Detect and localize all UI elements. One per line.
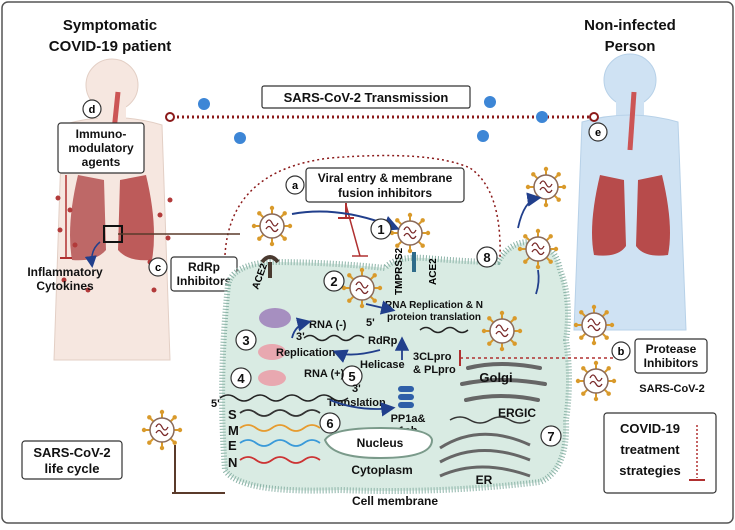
rna-plus-label: RNA (+)	[304, 368, 345, 380]
five-prime-b: 5'	[211, 398, 220, 410]
rdrp-inhibitors-line1: RdRp	[188, 260, 220, 274]
lifecycle-dashed-loop	[224, 154, 501, 259]
immuno-line1: Immuno-	[76, 127, 127, 141]
gene-strands	[239, 409, 321, 464]
host-cell	[219, 238, 572, 494]
golgi-label: Golgi	[479, 370, 512, 385]
helicase-label: Helicase	[360, 359, 405, 371]
translation-label: Translation	[327, 397, 386, 409]
letter-d: d	[89, 104, 96, 116]
viral-entry-line1: Viral entry & membrane	[318, 171, 453, 185]
immuno-line2: modulatory	[68, 141, 134, 155]
cytoplasm-label: Cytoplasm	[351, 463, 412, 477]
protease-line2: Inhibitors	[644, 356, 699, 370]
nucleus-label: Nucleus	[357, 436, 404, 450]
sars-cov2-label: SARS-CoV-2	[639, 383, 704, 395]
life-cycle-line2: life cycle	[45, 461, 100, 476]
step-circles: 1 2 3 4 5 6 7 8	[230, 218, 562, 447]
er-label: ER	[476, 473, 493, 487]
nucleus	[323, 426, 434, 460]
treatment-line2: treatment	[620, 442, 680, 457]
left-title-line2: COVID-19 patient	[49, 38, 172, 55]
right-title-line1: Non-infected	[584, 17, 676, 34]
inflammatory-line2: Cytokines	[36, 279, 94, 293]
five-prime-a: 5'	[366, 317, 375, 329]
step-3: 3	[242, 333, 249, 348]
transmission-label: SARS-CoV-2 Transmission	[284, 90, 449, 105]
gene-S: S	[228, 407, 237, 422]
left-title-line1: Symptomatic	[63, 17, 157, 34]
polyprotein-icon	[398, 386, 414, 408]
protease-line1: Protease	[646, 342, 697, 356]
golgi-apparatus	[460, 362, 547, 402]
cell-membrane-label: Cell membrane	[352, 494, 438, 508]
three-prime-a: 3'	[296, 331, 305, 343]
three-prime-b: 3'	[352, 383, 361, 395]
pp1-line1: PP1a&	[391, 413, 426, 425]
rdrp-label: RdRp	[368, 335, 398, 347]
step-2: 2	[330, 274, 337, 289]
rdrp-inhibitors-line2: Inhibitors	[177, 274, 232, 288]
tmprss2-label: TMPRSS2	[394, 247, 405, 295]
step-8: 8	[483, 250, 490, 265]
protease-site-line1: 3CLpro	[413, 351, 452, 363]
rna-replication-line2: proteion translation	[387, 312, 481, 323]
replication-label: Replication	[276, 347, 336, 359]
right-title-line2: Person	[605, 38, 656, 55]
letter-b: b	[618, 346, 625, 358]
treatment-line3: strategies	[619, 463, 680, 478]
ribosomes	[258, 308, 291, 386]
viral-entry-line2: fusion inhibitors	[338, 186, 432, 200]
step-5: 5	[348, 369, 355, 384]
step-7: 7	[547, 429, 554, 444]
gene-M: M	[228, 423, 239, 438]
healthy-person-illustration	[573, 53, 687, 331]
immuno-line3: agents	[82, 155, 121, 169]
gene-E: E	[228, 438, 237, 453]
rna-minus-label: RNA (-)	[309, 319, 347, 331]
step-4: 4	[237, 371, 245, 386]
letter-a: a	[292, 180, 299, 192]
inflammatory-line1: Inflammatory	[27, 265, 103, 279]
er	[439, 432, 531, 478]
treatment-line1: COVID-19	[620, 421, 680, 436]
letter-c: c	[155, 262, 161, 274]
letter-e: e	[595, 127, 601, 139]
life-cycle-line1: SARS-CoV-2	[33, 445, 110, 460]
step-6: 6	[326, 416, 333, 431]
ergic-label: ERGIC	[498, 406, 536, 420]
step-1: 1	[377, 222, 384, 237]
rna-replication-line1: RNA Replication & N	[385, 300, 483, 311]
respiratory-droplets	[198, 96, 548, 144]
protease-site-line2: & PLpro	[413, 364, 456, 376]
ace2-right: ACE2	[428, 258, 439, 285]
gene-N: N	[228, 455, 237, 470]
